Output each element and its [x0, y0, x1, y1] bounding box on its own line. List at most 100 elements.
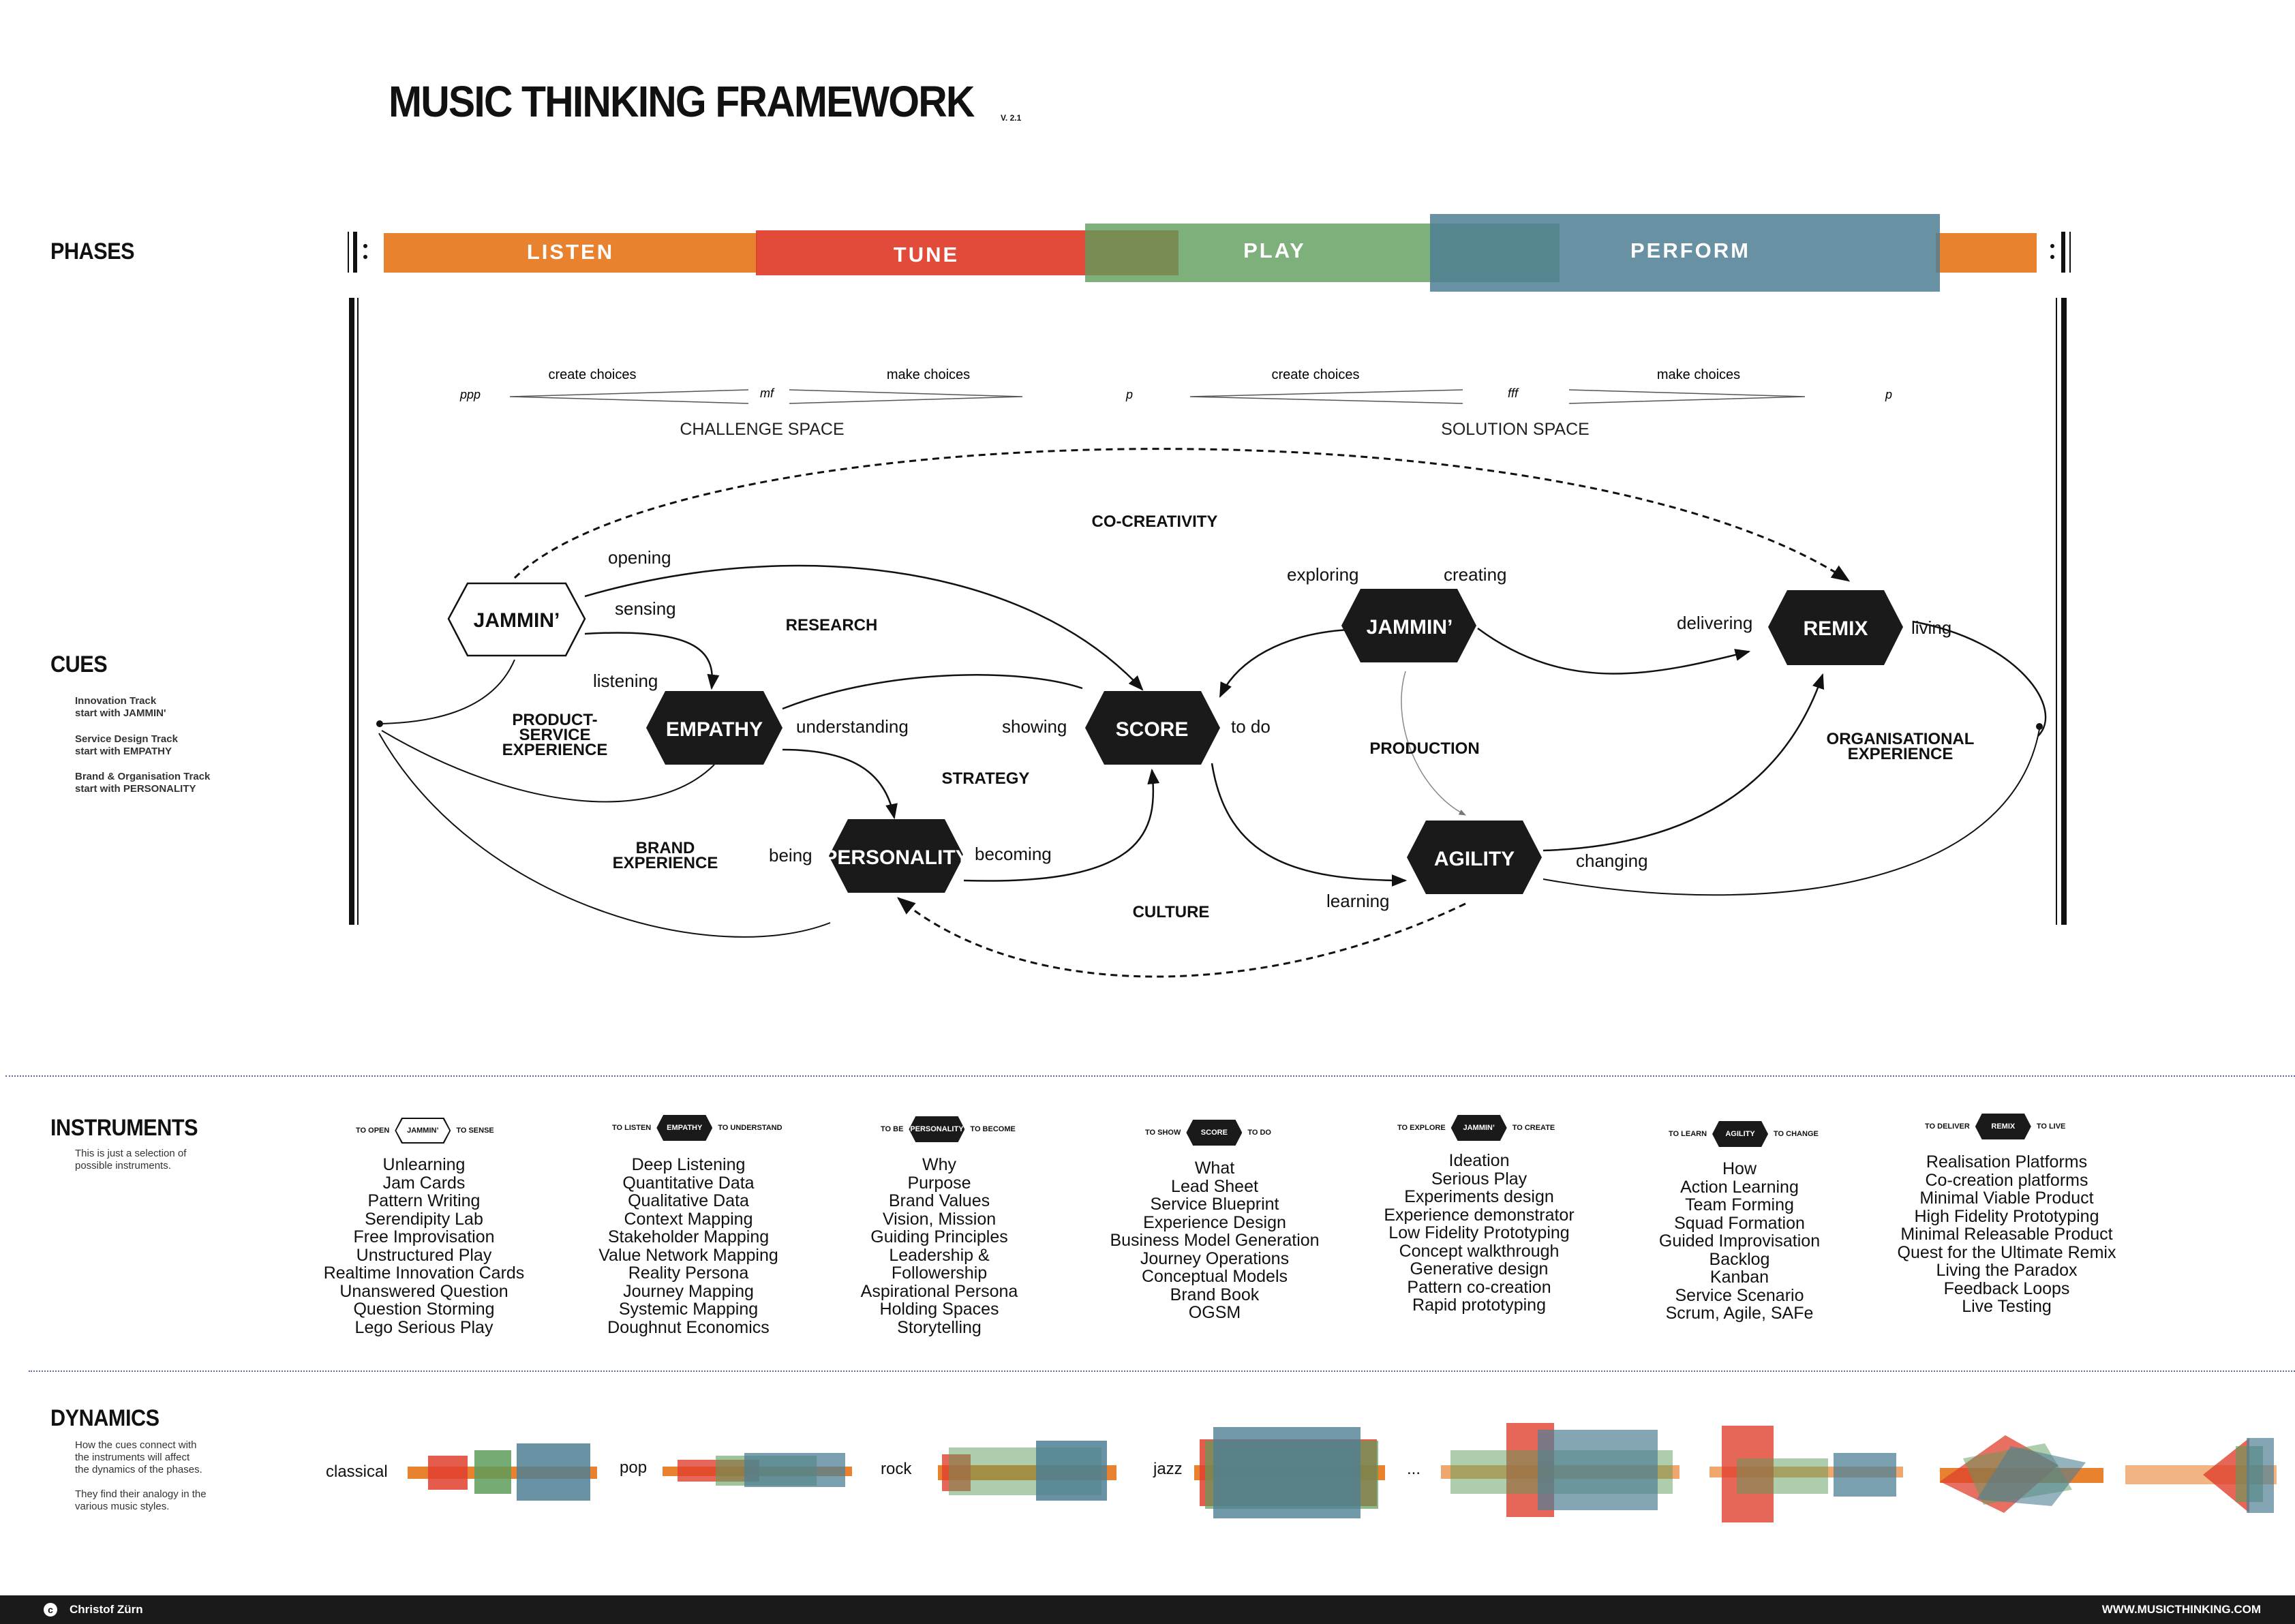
instrument-item: Lead Sheet: [1171, 1176, 1258, 1196]
instrument-left-verb: TO LISTEN: [612, 1124, 652, 1132]
dynamics-note: How the cues connect with the instrument…: [75, 1439, 207, 1512]
production-connector: [1401, 671, 1466, 816]
instrument-header: TO LEARN AGILITY TO CHANGE: [1669, 1121, 1819, 1147]
repeat-dot: [2050, 244, 2054, 248]
instrument-item: Living the Paradox: [1936, 1261, 2078, 1280]
node-jammin-right: JAMMIN’: [1341, 589, 1476, 662]
style-label-rock: rock: [881, 1460, 912, 1478]
phase-label-listen: LISTEN: [526, 240, 615, 264]
instrument-item: What: [1194, 1159, 1235, 1178]
instrument-right-verb: TO UNDERSTAND: [718, 1124, 782, 1132]
instrument-item: Followership: [891, 1263, 988, 1283]
dyn-style-7: [1940, 1435, 2103, 1513]
instrument-item: Unstructured Play: [356, 1245, 492, 1265]
instrument-item: Pattern co-creation: [1407, 1277, 1551, 1297]
instrument-item: Value Network Mapping: [598, 1245, 778, 1265]
instrument-item: Why: [922, 1155, 956, 1174]
instrument-item: Live Testing: [1962, 1297, 2052, 1316]
instrument-item: Purpose: [907, 1173, 971, 1193]
instrument-item: Brand Book: [1170, 1285, 1260, 1304]
dyn-mark-p: p: [1125, 388, 1133, 401]
verb-label: sensing: [615, 598, 676, 619]
instrument-item: Brand Values: [888, 1191, 990, 1210]
node-jammin-left: JAMMIN’: [447, 582, 586, 657]
verb-label: becoming: [975, 844, 1052, 864]
style-label-classical: classical: [326, 1462, 388, 1481]
instrument-item: Kanban: [1709, 1268, 1769, 1287]
node-remix: REMIX: [1768, 590, 1903, 665]
product-service-experience-label: EXPERIENCE: [502, 741, 608, 759]
instrument-item: Realtime Innovation Cards: [323, 1263, 525, 1283]
verb-label: being: [769, 845, 812, 865]
instrument-item: Quest for the Ultimate Remix: [1897, 1242, 2116, 1262]
instrument-item: Realisation Platforms: [1926, 1152, 2088, 1171]
instrument-item: Guiding Principles: [870, 1227, 1008, 1246]
instrument-item: Service Scenario: [1675, 1285, 1804, 1305]
dyn-classical: [408, 1443, 597, 1501]
instrument-item: Leadership &: [889, 1245, 990, 1265]
phase-label-perform: PERFORM: [1630, 239, 1750, 262]
instrument-item: Vision, Mission: [882, 1209, 997, 1229]
separator: [29, 1370, 2295, 1372]
instrument-item: Backlog: [1709, 1249, 1770, 1269]
instrument-item: Quantitative Data: [622, 1173, 755, 1193]
instrument-item: High Fidelity Prototyping: [1914, 1206, 2099, 1226]
product-service-experience-label: SERVICE: [519, 726, 591, 744]
instrument-left-verb: TO LEARN: [1669, 1130, 1707, 1138]
style-label-ellipsis: ...: [1407, 1460, 1421, 1478]
instrument-item: Experiments design: [1404, 1187, 1554, 1206]
verb-label: learning: [1326, 891, 1390, 911]
instrument-item: Minimal Viable Product: [1919, 1189, 2094, 1208]
instrument-item: Journey Operations: [1140, 1248, 1290, 1268]
mini-hex-personality: PERSONALITY: [909, 1116, 965, 1142]
style-label-pop: pop: [620, 1458, 648, 1477]
dyn-style-5: [1441, 1423, 1680, 1517]
footer-author: Christof Zürn: [70, 1603, 143, 1616]
instrument-header: TO EXPLORE JAMMIN’ TO CREATE: [1397, 1115, 1555, 1141]
make-choices-label: make choices: [1657, 367, 1740, 382]
instruments-note: This is just a selection of possible ins…: [75, 1148, 187, 1171]
footer: c Christof Zürn WWW.MUSICTHINKING.COM: [0, 1595, 2295, 1624]
instrument-item: Concept walkthrough: [1399, 1241, 1560, 1261]
mini-hex-jammin: JAMMIN’: [1450, 1115, 1507, 1141]
instrument-header: TO DELIVER REMIX TO LIVE: [1925, 1114, 2065, 1139]
repeat-end-bar-thick: [2061, 232, 2065, 273]
instrument-item: Lego Serious Play: [354, 1317, 493, 1337]
instrument-right-verb: TO BECOME: [970, 1125, 1016, 1133]
style-label-jazz: jazz: [1153, 1460, 1183, 1478]
repeat-start-bar-thin: [348, 232, 349, 273]
instrument-item: How: [1722, 1159, 1757, 1178]
brand-experience-label: BRAND: [636, 839, 695, 857]
verb-label: creating: [1444, 564, 1507, 585]
instrument-item: Serious Play: [1431, 1169, 1528, 1189]
phase-listen-bar-tail: [1936, 233, 2037, 273]
repeat-dot: [363, 244, 367, 248]
node-empathy: EMPATHY: [646, 691, 782, 765]
dyn-mark-ppp: ppp: [459, 388, 481, 401]
instrument-item: Ideation: [1448, 1151, 1510, 1170]
make-choices-label: make choices: [887, 367, 970, 382]
instrument-item: Jam Cards: [382, 1173, 466, 1193]
cues-note-service: Service Design Track start with EMPATHY: [75, 733, 178, 757]
cues-note-innovation: Innovation Track start with JAMMIN': [75, 695, 166, 719]
instrument-item: Experience Design: [1143, 1212, 1286, 1232]
instrument-item: Deep Listening: [631, 1155, 746, 1174]
challenge-space-label: CHALLENGE SPACE: [680, 420, 844, 439]
cue-end-dot: [2036, 723, 2043, 730]
verb-label: exploring: [1287, 564, 1359, 585]
footer-url-link[interactable]: WWW.MUSICTHINKING.COM: [2101, 1603, 2261, 1616]
creative-commons-icon: c: [44, 1603, 57, 1617]
staff-bracket-right: [2056, 298, 2067, 925]
instrument-left-verb: TO DELIVER: [1925, 1122, 1970, 1131]
instrument-item: Context Mapping: [624, 1209, 753, 1229]
instrument-item: Feedback Loops: [1943, 1278, 2070, 1298]
verb-label: changing: [1576, 851, 1648, 871]
mini-hex-label: JAMMIN’: [396, 1119, 450, 1142]
instrument-item: Serendipity Lab: [365, 1209, 483, 1229]
instrument-item: Holding Spaces: [879, 1300, 999, 1319]
instrument-item: Journey Mapping: [623, 1281, 754, 1301]
instrument-item: Unanswered Question: [339, 1281, 508, 1301]
node-label: JAMMIN’: [474, 609, 560, 632]
section-label-dynamics: DYNAMICS: [50, 1405, 159, 1431]
